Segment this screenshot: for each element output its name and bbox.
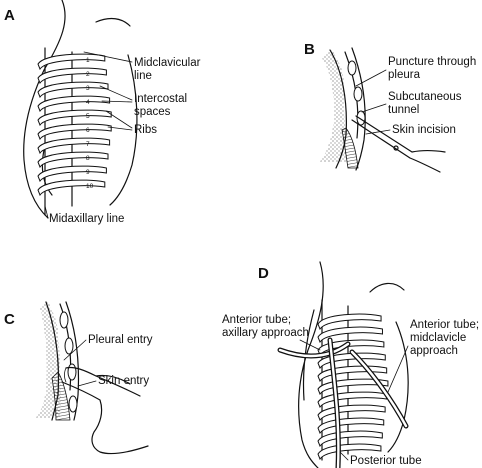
leader-ribs-2 — [107, 126, 133, 131]
label-anterior-tube-midclavicle-2: midclavicle — [410, 332, 466, 344]
rib-3 — [317, 339, 385, 357]
panel-b-muscle-layer — [341, 127, 359, 169]
panel-b-lung-stipple — [320, 50, 346, 162]
label-subcutaneous-tunnel-1: Subcutaneous — [388, 91, 462, 103]
rib-number-1: 1 — [86, 57, 90, 64]
leader-anterior-axillary — [299, 339, 321, 351]
rib-7 — [317, 391, 388, 409]
panel-c-chest-wall-outer — [65, 301, 80, 421]
rib-number-6: 6 — [86, 127, 90, 134]
panel-a-rib-cage: 1 2 3 4 5 6 7 8 9 10 — [37, 53, 112, 197]
panel-c-letter: C — [4, 311, 15, 328]
rib-8 — [37, 151, 109, 169]
rib-1 — [37, 53, 106, 71]
rib-number-7: 7 — [86, 141, 90, 148]
panel-b-rib-1 — [347, 60, 357, 76]
rib-number-5: 5 — [86, 113, 90, 120]
rib-4 — [37, 95, 111, 113]
panel-b-forceps — [351, 115, 446, 173]
label-skin-entry: Skin entry — [98, 375, 149, 387]
panel-a-shoulder — [95, 17, 131, 27]
label-midaxillary-line: Midaxillary line — [49, 213, 124, 225]
leader-intercostal-1 — [99, 85, 133, 101]
label-intercostal-spaces-1: Intercostal — [134, 93, 187, 105]
label-skin-incision: Skin incision — [392, 124, 456, 136]
label-intercostal-spaces-2: spaces — [134, 106, 171, 118]
panel-c: C Pleural entry Skin entry — [4, 301, 153, 455]
label-anterior-tube-axillary-2: axillary approach — [222, 327, 309, 339]
leader-tunnel — [361, 103, 387, 113]
rib-2 — [37, 67, 107, 85]
rib-number-9: 9 — [86, 169, 90, 176]
leader-intercostal-2 — [101, 100, 133, 103]
rib-1 — [317, 313, 382, 331]
panel-b-letter: B — [304, 41, 315, 58]
leader-puncture — [355, 69, 387, 87]
rib-6 — [37, 123, 112, 141]
label-midclavicular-line-2: line — [134, 70, 152, 82]
rib-3 — [37, 81, 109, 99]
panel-b: B Puncture through pleura Subcutaneous t… — [304, 41, 476, 173]
rib-number-4: 4 — [86, 99, 90, 106]
panel-b-rib-3 — [356, 110, 366, 126]
rib-9 — [37, 165, 107, 183]
leader-ribs-1 — [105, 110, 133, 129]
leader-midaxillary — [44, 205, 49, 219]
leader-midclavicular — [83, 51, 133, 63]
panel-a-letter: A — [4, 7, 15, 24]
panel-c-rib-1 — [59, 311, 69, 329]
label-midclavicular-line-1: Midclavicular — [134, 57, 201, 69]
rib-number-10: 10 — [86, 183, 94, 190]
label-pleural-entry: Pleural entry — [88, 334, 153, 346]
label-puncture-through-pleura-1: Puncture through — [388, 56, 476, 68]
rib-7 — [37, 137, 111, 155]
panel-c-fingernail — [64, 367, 67, 383]
panel-d-letter: D — [258, 265, 269, 282]
panel-c-rib-4 — [68, 395, 78, 413]
rib-number-2: 2 — [86, 71, 90, 78]
rib-2 — [317, 326, 383, 344]
label-subcutaneous-tunnel-2: tunnel — [388, 104, 419, 116]
rib-10 — [317, 430, 383, 448]
rib-8 — [317, 404, 386, 422]
rib-number-3: 3 — [86, 85, 90, 92]
label-puncture-through-pleura-2: pleura — [388, 69, 421, 81]
panel-c-muscle-layer — [51, 371, 71, 421]
panel-d-shoulder — [369, 282, 405, 293]
label-anterior-tube-midclavicle-1: Anterior tube; — [410, 319, 479, 331]
rib-9 — [317, 417, 385, 435]
leader-pleural-entry — [63, 339, 87, 361]
label-ribs: Ribs — [134, 124, 157, 136]
anterior-tube-midclavicle — [349, 349, 409, 429]
rib-10 — [37, 179, 106, 197]
leader-posterior-tube — [339, 451, 349, 461]
label-anterior-tube-midclavicle-3: approach — [410, 345, 458, 357]
panel-c-hand — [61, 366, 149, 455]
rib-11 — [317, 443, 382, 461]
panel-c-rib-3 — [67, 363, 77, 381]
panel-d-chest-outline — [387, 321, 409, 453]
rib-number-8: 8 — [86, 155, 90, 162]
panel-b-forceps-pivot — [393, 145, 399, 151]
rib-5 — [37, 109, 112, 127]
leader-incision — [365, 129, 391, 135]
panel-b-chest-wall-outer — [351, 47, 366, 171]
panel-d-rib-cage — [317, 313, 389, 461]
leader-skin-entry — [77, 380, 97, 387]
panel-b-rib-2 — [353, 86, 363, 102]
panel-a-chest-outline — [109, 54, 138, 206]
panel-a: A 1 2 3 4 5 6 7 8 9 10 Midclavicular line Interco… — [4, 0, 201, 225]
label-posterior-tube: Posterior tube — [350, 455, 422, 467]
panel-c-rib-2 — [64, 337, 74, 355]
leader-anterior-midclavicle — [387, 345, 409, 393]
panel-d: D Anterior tube; axillary approach Anter… — [222, 261, 479, 468]
label-anterior-tube-axillary-1: Anterior tube; — [222, 314, 291, 326]
